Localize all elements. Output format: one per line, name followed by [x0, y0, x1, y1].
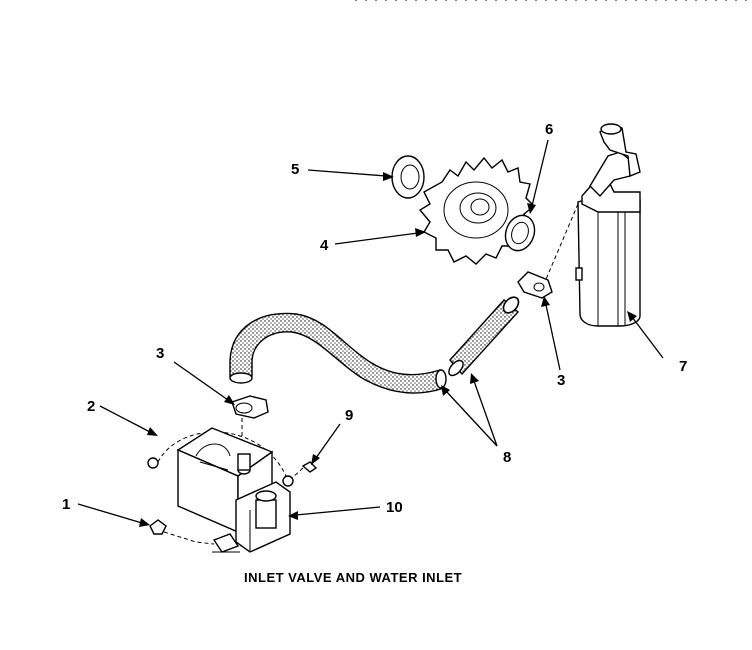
funnel-clamp-guide-line [543, 203, 579, 285]
callout-10: 10 [386, 499, 403, 516]
callout-6: 6 [545, 121, 553, 138]
callout-5: 5 [291, 161, 299, 178]
part-1-screw [149, 519, 215, 545]
part-8-hose-main [229, 312, 447, 394]
callout-3-right: 3 [557, 372, 565, 389]
callout-4: 4 [320, 237, 329, 254]
callout-2: 2 [87, 398, 95, 415]
part-5-ring-seal [391, 155, 425, 199]
part-8-hose-segment-right [448, 296, 520, 377]
part-6-washer [504, 214, 536, 252]
callout-3-left: 3 [156, 345, 164, 362]
part-7-fill-funnel [575, 123, 641, 327]
leader-lines [77, 139, 664, 527]
callout-8: 8 [503, 449, 511, 466]
diagram-caption: INLET VALVE AND WATER INLET [244, 570, 462, 585]
part-10-inlet-valve [176, 427, 291, 553]
callout-7: 7 [679, 358, 687, 375]
part-9-screw [282, 461, 318, 487]
part-3-hose-clamp-right [517, 271, 553, 299]
callout-9: 9 [345, 407, 353, 424]
callout-1: 1 [62, 496, 70, 513]
part-3-hose-clamp-left [231, 395, 269, 419]
